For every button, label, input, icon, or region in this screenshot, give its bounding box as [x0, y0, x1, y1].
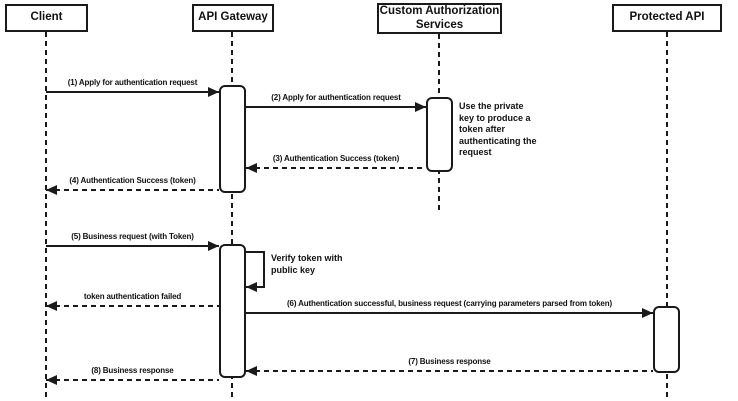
activation-api-gateway-auth — [219, 85, 246, 193]
self-message-label: Verify token with public key — [271, 253, 343, 275]
arrowhead-right-icon — [208, 87, 219, 97]
message-5-business-request: (5) Business request (with Token) — [46, 232, 219, 251]
actor-label-protected-api: Protected API — [629, 11, 705, 24]
lifeline-api-gateway — [231, 32, 233, 397]
message-1-apply-auth-request: (1) Apply for authentication request — [46, 78, 219, 97]
arrowhead-right-icon — [642, 308, 653, 318]
message-8-line — [46, 375, 219, 385]
message-6-line — [246, 308, 653, 318]
message-2-line — [246, 102, 426, 112]
message-4-line — [46, 185, 219, 195]
self-message-line — [246, 251, 265, 253]
actor-label-client: Client — [30, 11, 63, 24]
arrowhead-left-icon — [246, 282, 257, 292]
arrowhead-left-icon — [246, 366, 257, 376]
arrowhead-right-icon — [208, 241, 219, 251]
actor-label-api-gateway: API Gateway — [198, 11, 268, 24]
message-5-line — [46, 241, 219, 251]
message-7-business-response: (7) Business response — [246, 357, 653, 376]
message-4-auth-success-token: (4) Authentication Success (token) — [46, 176, 219, 195]
note-private-key: Use the private key to produce a token a… — [459, 101, 537, 157]
message-3-line — [246, 163, 426, 173]
message-6-auth-successful-business-request: (6) Authentication successful, business … — [246, 299, 653, 318]
message-4-label: (4) Authentication Success (token) — [69, 176, 196, 185]
actor-box-custom-authorization-services: Custom Authorization Services — [377, 3, 502, 34]
message-1-label: (1) Apply for authentication request — [67, 78, 198, 87]
message-token-auth-failed-label: token authentication failed — [83, 292, 182, 301]
arrowhead-left-icon — [46, 375, 57, 385]
arrowhead-left-icon — [46, 185, 57, 195]
lifeline-client — [45, 32, 47, 397]
activation-custom-authorization-services — [426, 97, 453, 172]
self-message-line — [263, 251, 265, 288]
arrowhead-left-icon — [246, 163, 257, 173]
actor-box-protected-api: Protected API — [612, 4, 722, 32]
actor-label-custom-authorization-services: Custom Authorization Services — [379, 4, 500, 31]
message-2-label: (2) Apply for authentication request — [271, 93, 401, 102]
self-message-verify-token: Verify token with public key — [246, 251, 366, 292]
message-3-label: (3) Authentication Success (token) — [272, 154, 400, 163]
message-token-auth-failed-line — [46, 301, 219, 311]
arrowhead-right-icon — [415, 102, 426, 112]
message-2-apply-auth-request: (2) Apply for authentication request — [246, 93, 426, 112]
actor-box-client: Client — [5, 4, 88, 32]
message-8-label: (8) Business response — [91, 366, 174, 375]
message-1-line — [46, 87, 219, 97]
actor-box-api-gateway: API Gateway — [192, 4, 274, 32]
activation-protected-api — [653, 306, 680, 373]
message-7-label: (7) Business response — [408, 357, 491, 366]
message-8-business-response: (8) Business response — [46, 366, 219, 385]
message-token-auth-failed: token authentication failed — [46, 292, 219, 311]
activation-api-gateway-business — [219, 244, 246, 378]
message-5-label: (5) Business request (with Token) — [71, 232, 194, 241]
arrowhead-left-icon — [46, 301, 57, 311]
message-7-line — [246, 366, 653, 376]
message-3-auth-success-token: (3) Authentication Success (token) — [246, 154, 426, 173]
message-6-label: (6) Authentication successful, business … — [287, 299, 612, 308]
lifeline-protected-api — [666, 32, 668, 397]
